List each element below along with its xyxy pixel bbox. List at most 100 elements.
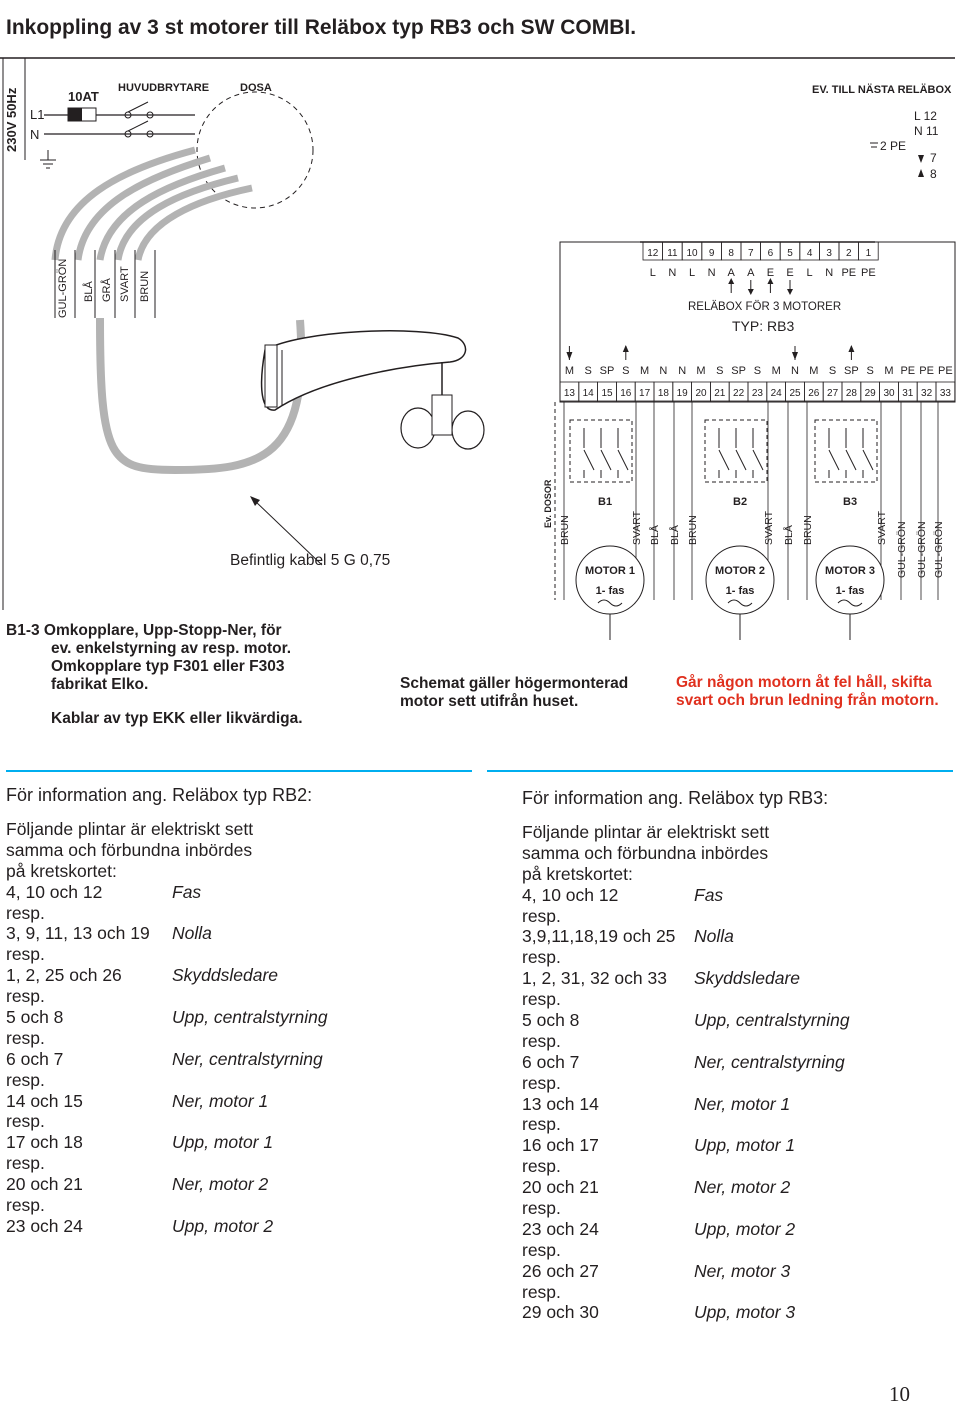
terminal-list: 17 och 18	[6, 1132, 83, 1153]
bottom-terminal-label: M	[640, 365, 649, 377]
top-terminal-label: L	[689, 267, 695, 279]
top-terminal-number: 7	[748, 248, 754, 259]
terminal-list: 23 och 24	[6, 1215, 83, 1236]
top-terminal-number: 3	[826, 248, 832, 259]
bottom-terminal-number: 16	[620, 388, 632, 399]
top-terminal-number: 5	[787, 248, 793, 259]
terminal-list: resp.	[522, 1239, 561, 1260]
terminal-list: resp.	[6, 1153, 45, 1174]
cable-color-label: BLÅ	[82, 281, 95, 302]
pe-label: 2 PE	[880, 139, 906, 153]
terminal-list: 5 och 8	[6, 1006, 64, 1027]
relay-box-name: RELÄBOX FÖR 3 MOTORER	[688, 301, 841, 313]
wire-color-label: SVART	[631, 510, 643, 545]
terminal-function: Ner, motor 2	[694, 1177, 791, 1198]
switch-b1: B1	[569, 419, 633, 508]
top-terminal-label: N	[708, 267, 716, 279]
motor-phase: 1- fas	[596, 585, 625, 597]
terminal-list: 20 och 21	[6, 1174, 83, 1195]
n-label: N	[30, 127, 39, 142]
top-terminal-number: 9	[709, 248, 715, 259]
bottom-terminal-label: SP	[731, 365, 746, 377]
top-terminal-number: 4	[807, 248, 813, 259]
info-row: resp.	[522, 1114, 828, 1135]
terminal-list: 5 och 8	[522, 1009, 580, 1030]
bottom-terminal-number: 26	[808, 388, 820, 399]
bottom-terminal-number: 20	[695, 388, 707, 399]
switch-note: B1-3 Omkopplare, Upp-Stopp-Ner, för ev. …	[6, 622, 303, 727]
bottom-terminal-label: N	[791, 365, 799, 377]
terminal-function: Nolla	[694, 926, 734, 947]
terminal-list: 6 och 7	[6, 1048, 64, 1069]
bottom-terminal-number: 30	[883, 388, 895, 399]
info-row: 20 och 21 Ner, motor 2	[6, 1174, 312, 1195]
bottom-terminal-number: 24	[771, 388, 783, 399]
bottom-terminal-label: S	[585, 365, 592, 377]
motor-name: MOTOR 1	[585, 565, 635, 577]
top-terminal-label: PE	[841, 267, 856, 279]
terminal-function: Ner, motor 1	[694, 1093, 791, 1114]
bottom-terminal-label: M	[696, 365, 705, 377]
terminal-function: Ner, motor 2	[172, 1174, 269, 1195]
wire-color-label: BLÅ	[782, 525, 795, 545]
bottom-terminal-number: 31	[902, 388, 914, 399]
switch-b3: B3	[814, 419, 878, 508]
terminal-list: 1, 2, 25 och 26	[6, 965, 122, 986]
top-terminal-label: E	[786, 267, 793, 279]
motor-phase: 1- fas	[836, 585, 865, 597]
info-row: 3,9,11,18,19 och 25 Nolla	[522, 926, 828, 947]
info-rb2: För information ang. Reläbox typ RB2: Fö…	[6, 785, 328, 1236]
terminal-list: 13 och 14	[522, 1093, 599, 1114]
terminal-list: resp.	[6, 1027, 45, 1048]
terminal-list: 20 och 21	[522, 1177, 599, 1198]
top-terminal-number: 2	[846, 248, 852, 259]
terminal-list: resp.	[522, 1197, 561, 1218]
bottom-terminal-number: 19	[677, 388, 689, 399]
terminal-list: 6 och 7	[522, 1051, 580, 1072]
top-terminal-label: N	[825, 267, 833, 279]
bottom-terminal-label: M	[565, 365, 574, 377]
motor-name: MOTOR 2	[715, 565, 765, 577]
terminal-list: resp.	[522, 1114, 561, 1135]
bottom-terminal-label: M	[772, 365, 781, 377]
wire-color-label: GUL-GRÖN	[916, 521, 928, 578]
next-terminal-label: L 12	[914, 109, 937, 123]
terminal-function: Ner, motor 1	[172, 1090, 269, 1111]
switch-label: B2	[733, 496, 747, 508]
dosa-label: DOSA	[240, 82, 272, 94]
bottom-terminal-label: PE	[919, 365, 934, 377]
info-row: resp.	[522, 1198, 828, 1219]
top-terminal-number: 1	[866, 248, 872, 259]
switch-label: B3	[843, 496, 857, 508]
info-row: 20 och 21 Ner, motor 2	[522, 1177, 828, 1198]
bottom-terminal-number: 32	[921, 388, 933, 399]
top-terminal-label: E	[767, 267, 774, 279]
bottom-terminal-label: M	[809, 365, 818, 377]
bottom-terminal-number: 18	[658, 388, 670, 399]
terminal-list: 29 och 30	[522, 1302, 599, 1323]
terminal-cell	[858, 241, 879, 261]
terminal-list: resp.	[6, 1194, 45, 1215]
wire-color-label: BLÅ	[648, 525, 661, 545]
top-terminal-label: A	[747, 267, 755, 279]
terminal-list: resp.	[6, 944, 45, 965]
bottom-terminal-label: S	[867, 365, 874, 377]
motor-3: MOTOR 31- fas	[815, 545, 885, 640]
wire-color-label: SVART	[876, 510, 888, 545]
warning-note: Går någon motorn åt fel håll, skifta sva…	[676, 674, 939, 709]
top-terminal-number: 8	[728, 248, 734, 259]
cable-type-note: Kablar av typ EKK eller likvärdiga.	[51, 710, 303, 727]
top-terminal-number: 10	[686, 248, 698, 259]
top-terminal-label: A	[728, 267, 736, 279]
bottom-terminal-number: 28	[846, 388, 858, 399]
terminal-list: 3,9,11,18,19 och 25	[522, 926, 676, 947]
info-row: resp.	[522, 1073, 828, 1094]
